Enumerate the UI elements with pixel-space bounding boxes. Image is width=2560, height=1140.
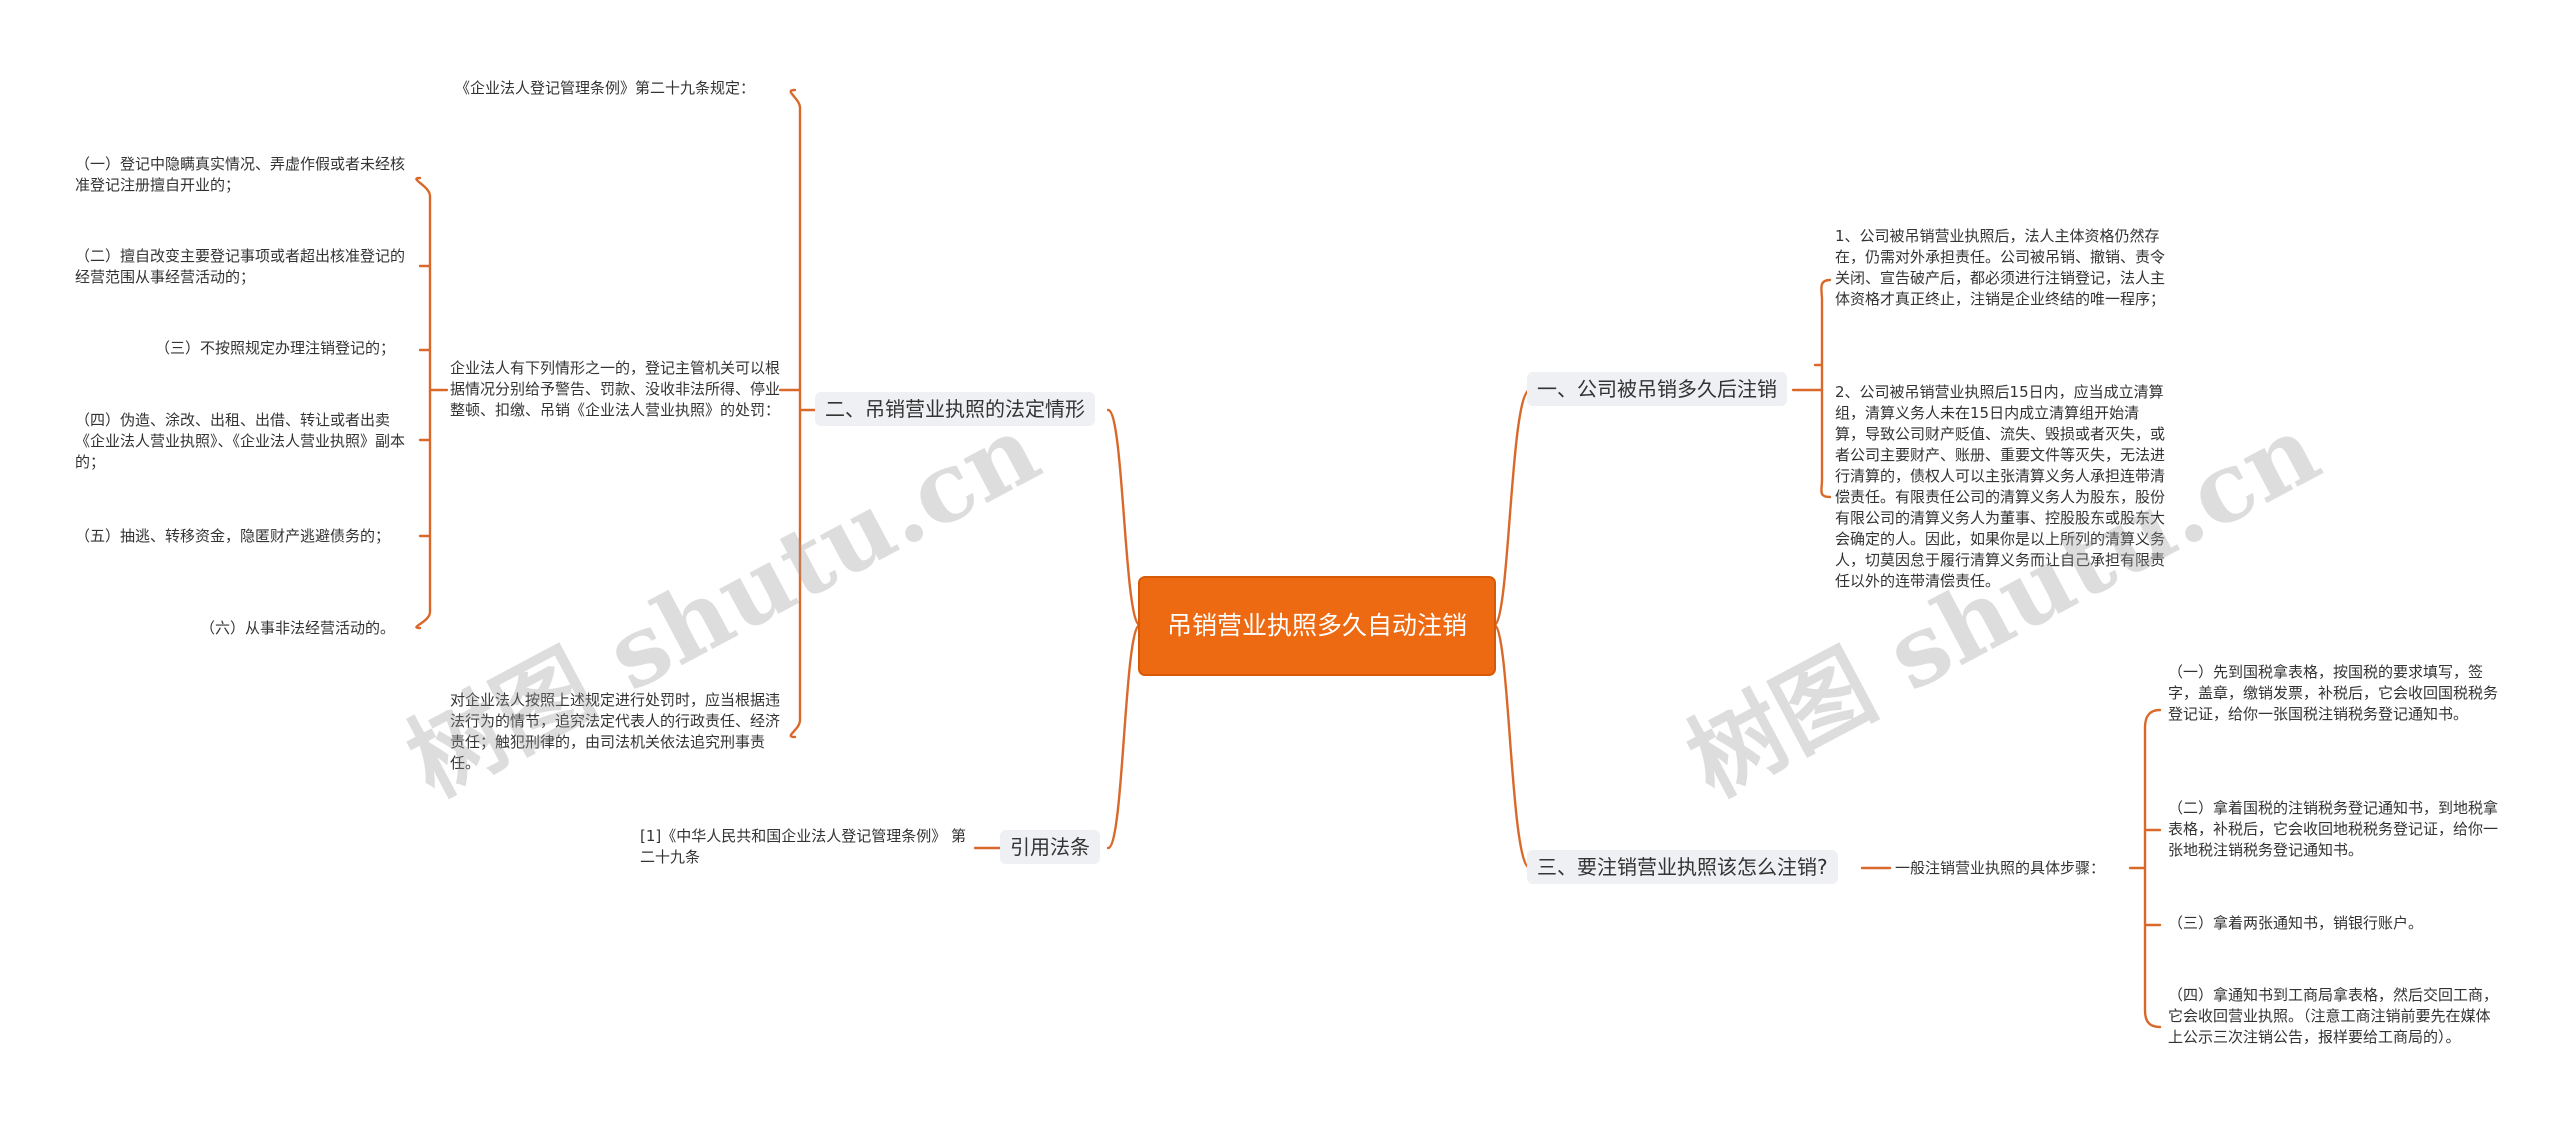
b1-leaf-1: 1、公司被吊销营业执照后，法人主体资格仍然存在，仍需对外承担责任。公司被吊销、撤… [1835, 227, 2166, 308]
branch-1-node[interactable]: 一、公司被吊销多久后注销 [1527, 372, 1787, 406]
b3-child: 一般注销营业执照的具体步骤： [1895, 859, 2106, 877]
b2-child-1: 《企业法人登记管理条例》第二十九条规定： [455, 79, 756, 97]
connector-b1-children [1813, 278, 1832, 499]
b2-grandchild-3: （三）不按照规定办理注销登记的； [154, 339, 395, 357]
b2-grandchild-4: （四）伪造、涂改、出租、出借、转让或者出卖《企业法人营业执照》、《企业法人营业执… [75, 411, 406, 471]
b2-grandchild-2: （二）擅自改变主要登记事项或者超出核准登记的经营范围从事经营活动的； [75, 247, 406, 286]
b3-step-3: （三）拿着两张通知书，销银行账户。 [2168, 914, 2424, 932]
b2-grandchild-1: （一）登记中隐瞒真实情况、弄虚作假或者未经核准登记注册擅自开业的； [75, 155, 406, 194]
b2-child-3: 对企业法人按照上述规定进行处罚时，应当根据违法行为的情节，追究法定代表人的行政责… [450, 691, 781, 772]
branch-3-node[interactable]: 三、要注销营业执照该怎么注销? [1527, 850, 1838, 884]
branch-4-node[interactable]: 引用法条 [1000, 830, 1100, 864]
b3-step-2: （二）拿着国税的注销税务登记通知书，到地税拿表格，补税后，它会收回地税税务登记证… [2168, 799, 2499, 859]
b2-grandchild-5: （五）抽逃、转移资金，隐匿财产逃避债务的； [75, 527, 391, 545]
b4-child: [1]《中华人民共和国企业法人登记管理条例》 第二十九条 [640, 827, 967, 866]
branch-2-label: 二、吊销营业执照的法定情形 [825, 397, 1085, 421]
branch-3-label: 三、要注销营业执照该怎么注销? [1537, 855, 1828, 879]
connector-root-b3 [1492, 623, 1532, 870]
b2-grandchild-6: （六）从事非法经营活动的。 [199, 619, 395, 637]
b3-step-4: （四）拿通知书到工商局拿表格，然后交回工商，它会收回营业执照。（注意工商注销前要… [2168, 986, 2499, 1046]
root-node[interactable]: 吊销营业执照多久自动注销 [1138, 576, 1496, 676]
branch-4-label: 引用法条 [1010, 835, 1090, 859]
connector-b2-children [789, 88, 817, 739]
connector-root-b4 [1106, 623, 1142, 850]
b3-step-1: （一）先到国税拿表格，按国税的要求填写，签字，盖章，缴销发票，补税后，它会收回国… [2168, 663, 2499, 723]
connector-root-b1 [1492, 388, 1532, 627]
branch-2-node[interactable]: 二、吊销营业执照的法定情形 [815, 392, 1095, 426]
root-label: 吊销营业执照多久自动注销 [1166, 611, 1467, 640]
branch-1-label: 一、公司被吊销多久后注销 [1537, 377, 1777, 401]
b2-child-2: 企业法人有下列情形之一的，登记主管机关可以根据情况分别给予警告、罚款、没收非法所… [450, 359, 781, 419]
connector-b2-grandchildren [415, 176, 449, 630]
connector-b3-steps [2128, 708, 2162, 1029]
connector-root-b2 [1106, 408, 1142, 627]
b1-leaf-2: 2、公司被吊销营业执照后15日内，应当成立清算组，清算义务人未在15日内成立清算… [1835, 383, 2166, 590]
